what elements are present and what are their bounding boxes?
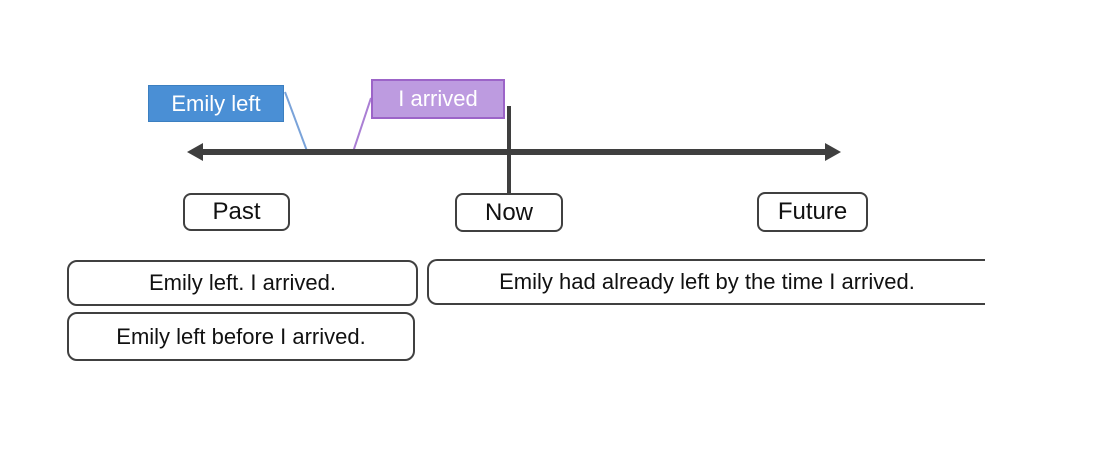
event-label-emily-left-text: Emily left (171, 90, 261, 116)
sentence-text: Emily had already left by the time I arr… (499, 269, 915, 294)
sentence-box-simple-past: Emily left. I arrived. (67, 260, 418, 306)
time-label-now: Now (455, 193, 563, 232)
event-label-i-arrived-text: I arrived (398, 86, 478, 111)
time-label-future: Future (757, 192, 868, 232)
sentence-text: Emily left. I arrived. (148, 270, 337, 295)
time-label-past: Past (183, 193, 290, 231)
event-label-i-arrived: I arrived (371, 79, 505, 119)
time-label-now-text: Now (484, 198, 533, 226)
time-label-future-text: Future (777, 198, 848, 225)
sentence-text: Emily left before I arrived. (116, 323, 366, 349)
timeline-arrowhead-right-icon (825, 143, 841, 161)
sentence-box-before-clause: Emily left before I arrived. (67, 312, 415, 361)
timeline-arrowhead-left-icon (187, 143, 203, 161)
connector-emily-left-line (284, 91, 308, 152)
sentence-box-past-perfect: Emily had already left by the time I arr… (427, 259, 985, 305)
connector-i-arrived-line (352, 97, 372, 153)
time-label-past-text: Past (212, 198, 261, 225)
event-label-emily-left: Emily left (148, 85, 284, 122)
